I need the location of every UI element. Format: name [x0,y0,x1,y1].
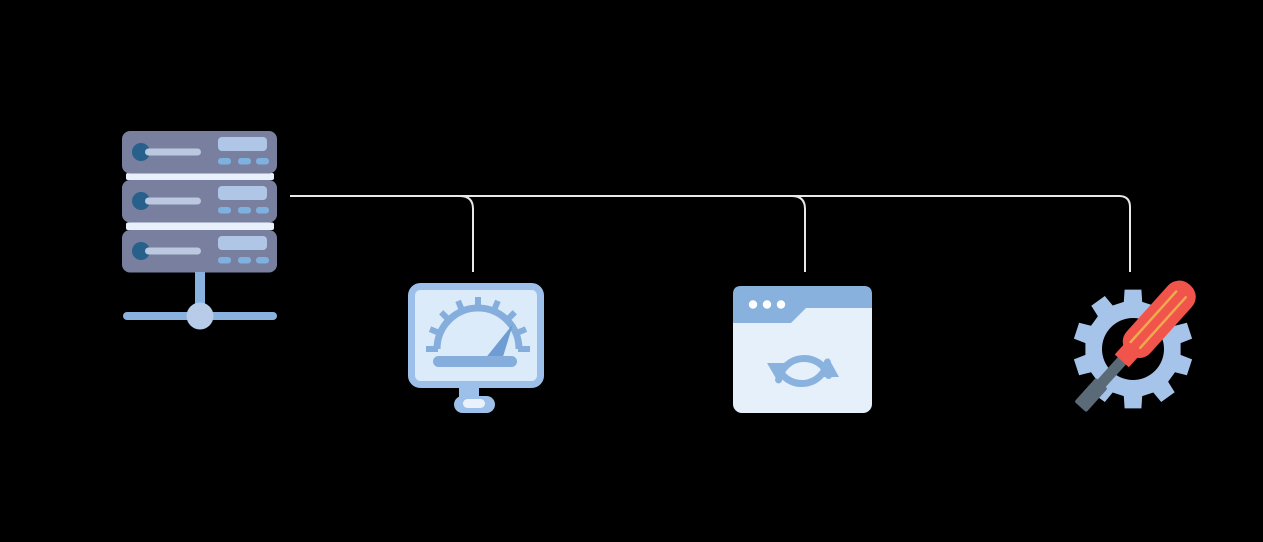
screwdriver-handle [1122,280,1196,358]
connector-main-line [290,195,1131,272]
network-stem [195,272,205,308]
monitor-neck [459,386,479,399]
screwdriver-handle-stripe [1129,290,1178,344]
server-unit [122,230,277,273]
screwdriver-shaft [1096,355,1128,389]
gear-screwdriver-icon [1073,280,1196,412]
screwdriver-blade [1075,378,1107,412]
gauge-ticks [426,297,530,352]
screwdriver-icon [1075,280,1196,412]
server-rack-icon [122,131,277,330]
browser-window-dots [748,300,786,309]
gauge-needle [484,324,513,360]
server-separator [126,173,274,180]
speedometer-gauge [426,297,530,367]
server-separator [126,222,274,230]
gauge-monitor-icon [408,283,544,413]
sync-arrowhead-right [818,358,839,377]
server-unit [122,180,277,223]
sync-arrows-icon [767,355,839,387]
screwdriver-handle-stripe [1138,296,1187,350]
screwdriver-neck [1114,344,1139,368]
sync-arrowhead-left [767,363,788,381]
browser-sync-icon [733,286,872,413]
gauge-baseline [433,356,517,367]
monitor-base-notch [463,399,485,408]
network-drop [123,272,277,330]
connector-branch-sync [791,195,806,272]
network-node [186,302,214,330]
browser-header-bar [733,286,872,323]
connector-branch-gauge [459,195,474,272]
connector-lines [290,195,1131,272]
server-unit [122,131,277,174]
